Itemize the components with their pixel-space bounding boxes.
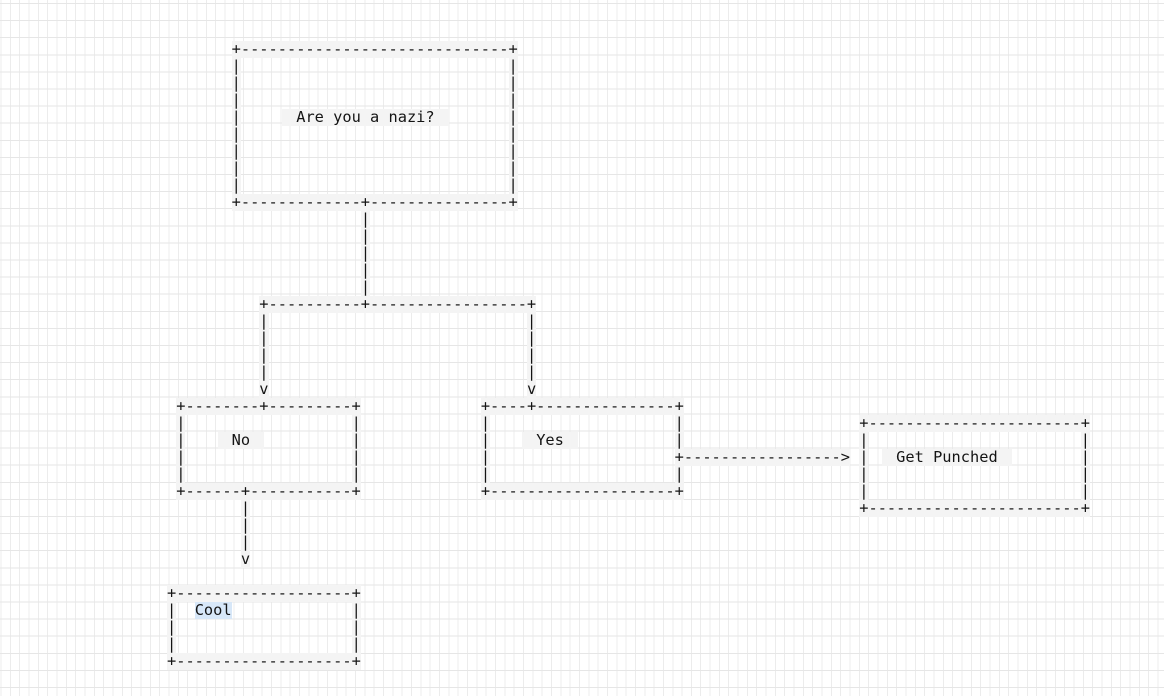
- ascii-connector-run: | | |: [167, 601, 177, 653]
- ascii-connector-run: | | | |: [351, 414, 361, 483]
- ascii-connector-run: +-------------+---------------+: [231, 193, 518, 211]
- node-label[interactable]: Get Punched: [882, 449, 1012, 466]
- ascii-connector-run: | | | | | | | |: [231, 57, 241, 194]
- ascii-connector-run: | | | |: [480, 414, 491, 483]
- selected-node-label[interactable]: Cool: [194, 601, 232, 619]
- ascii-connector-run: | |: [674, 414, 684, 449]
- ascii-connector-run: |: [674, 465, 684, 483]
- ascii-connector-run: +-----------------------------+: [231, 40, 518, 58]
- ascii-connector-run: | | | | |: [360, 210, 371, 296]
- ascii-connector-run: +-------------------+: [167, 652, 361, 670]
- ascii-connector-run: | | | | | | | |: [508, 57, 518, 194]
- ascii-connector-run: | | | |: [176, 414, 186, 483]
- ascii-connector-run: +----------------->: [674, 448, 850, 466]
- ascii-connector-run: | | | | v: [259, 312, 269, 398]
- ascii-connector-run: | | | v: [240, 499, 251, 568]
- ascii-connector-run: +------+-----------+: [176, 482, 361, 500]
- ascii-connector-run: | | | |: [859, 431, 869, 500]
- ascii-connector-run: +----------+-----------------+: [259, 295, 537, 313]
- ascii-connector-run: +-----------------------+: [859, 414, 1090, 432]
- ascii-connector-run: | | | |: [1080, 431, 1090, 500]
- node-label[interactable]: Are you a nazi?: [282, 109, 449, 126]
- node-label[interactable]: No: [217, 432, 265, 449]
- ascii-connector-run: | | | | v: [526, 312, 537, 398]
- ascii-connector-run: +--------+---------+: [176, 397, 361, 415]
- node-label[interactable]: Yes: [522, 432, 578, 449]
- ascii-connector-run: +-------------------+: [167, 584, 361, 602]
- ascii-connector-run: +--------------------+: [480, 482, 684, 500]
- ascii-connector-run: +-----------------------+: [859, 499, 1090, 517]
- ascii-connector-run: +----+---------------+: [480, 397, 684, 415]
- ascii-connector-run: | | |: [351, 601, 361, 653]
